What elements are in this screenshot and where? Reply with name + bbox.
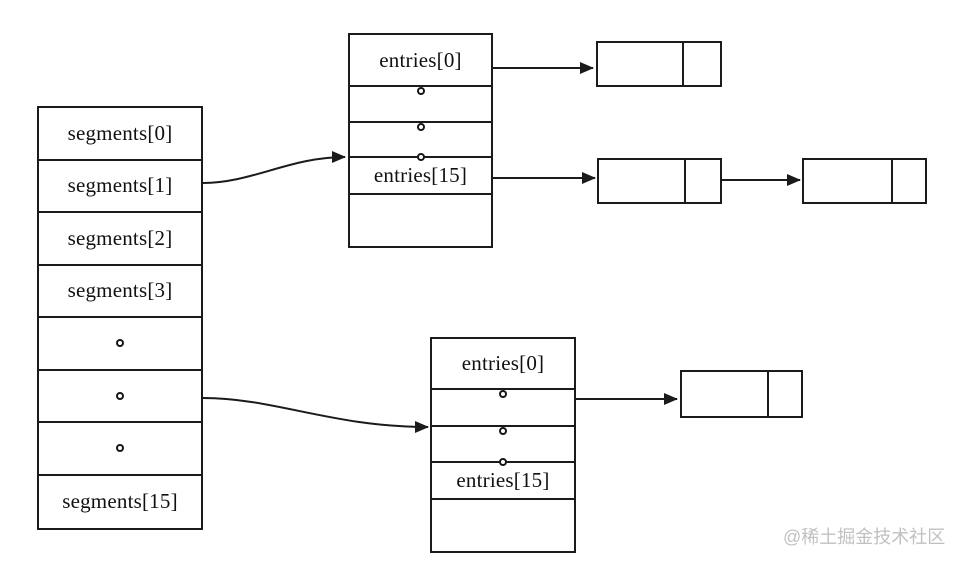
arrow-segments1-to-entries-top	[202, 151, 346, 184]
segments-cell-ellipsis	[39, 318, 201, 371]
watermark: @稀土掘金技术社区	[783, 527, 946, 547]
node-pointer-cell	[769, 372, 801, 416]
entries-cell-label: entries[15]	[456, 468, 550, 492]
entries-cell-0: entries[0]	[350, 35, 491, 87]
arrow-segments-dot-to-entries-bottom	[202, 397, 429, 433]
ellipsis-dot-icon	[499, 427, 507, 435]
segments-cell-0: segments[0]	[39, 108, 201, 161]
node-value-cell	[598, 43, 684, 85]
segments-cell-label: segments[1]	[67, 173, 173, 198]
ellipsis-dot-icon	[416, 153, 425, 161]
node-pointer-cell	[893, 160, 925, 202]
node-value-cell	[599, 160, 686, 202]
node-value-cell	[804, 160, 893, 202]
entries-cell-label: entries[0]	[379, 47, 462, 72]
entries-cell-ellipsis	[432, 390, 574, 427]
ellipsis-dot-icon	[499, 458, 507, 466]
segments-cell-label: segments[15]	[62, 489, 178, 514]
list-node-mid-first	[597, 158, 722, 204]
segments-array-table: segments[0] segments[1] segments[2] segm…	[37, 106, 203, 530]
ellipsis-dot-icon	[116, 444, 124, 453]
ellipsis-dot-icon	[116, 339, 124, 348]
segments-cell-label: segments[2]	[67, 225, 173, 250]
entries-cell-ellipsis	[350, 87, 491, 123]
list-node-top	[596, 41, 722, 87]
entries-cell-empty	[350, 195, 491, 246]
segments-cell-label: segments[3]	[67, 278, 173, 303]
entries-cell-label: entries[0]	[461, 351, 545, 375]
segments-cell-15: segments[15]	[39, 476, 201, 529]
segments-cell-3: segments[3]	[39, 266, 201, 318]
segments-cell-ellipsis	[39, 423, 201, 476]
ellipsis-dot-icon	[116, 391, 124, 400]
segments-cell-label: segments[0]	[67, 120, 173, 145]
ellipsis-dot-icon	[416, 87, 425, 95]
entries-cell-0: entries[0]	[432, 339, 574, 390]
node-value-cell	[682, 372, 769, 416]
entries-cell-15: entries[15]	[350, 153, 491, 195]
entries-cell-label: entries[15]	[373, 163, 468, 187]
ellipsis-dot-icon	[416, 123, 425, 131]
node-pointer-cell	[684, 43, 720, 85]
entries-cell-empty	[432, 500, 574, 551]
segments-cell-1: segments[1]	[39, 161, 201, 213]
list-node-bottom	[680, 370, 803, 418]
ellipsis-dot-icon	[499, 390, 507, 398]
entries-array-table-bottom: entries[0] entries[15]	[430, 337, 576, 553]
entries-cell-15: entries[15]	[432, 458, 574, 500]
segments-cell-2: segments[2]	[39, 213, 201, 266]
list-node-mid-second	[802, 158, 927, 204]
segments-cell-ellipsis	[39, 371, 201, 423]
entries-array-table-top: entries[0] entries[15]	[348, 33, 493, 248]
node-pointer-cell	[686, 160, 720, 202]
